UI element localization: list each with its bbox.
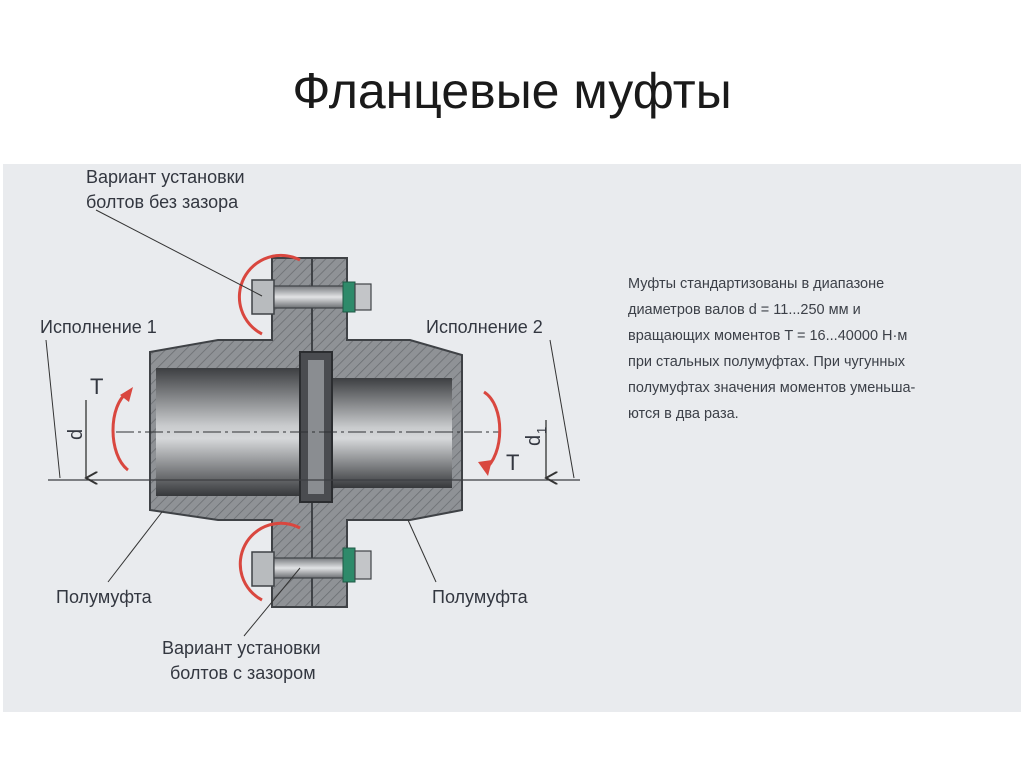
- label-torque-right: T: [506, 450, 519, 475]
- description-line-5: полумуфтах значения моментов уменьша-: [628, 380, 916, 396]
- label-torque-left: T: [90, 374, 103, 399]
- label-variant-no-gap-2: болтов без зазора: [86, 192, 239, 212]
- leader-variant-no-gap: [95, 209, 263, 297]
- bore-right: [330, 378, 452, 488]
- label-half-coupling-left: Полумуфта: [56, 587, 153, 607]
- description-line-1: Муфты стандартизованы в диапазоне: [628, 276, 885, 292]
- leader-execution1: [45, 339, 61, 479]
- leader-half-coupling-right: [407, 519, 437, 583]
- torque-arrow-left: [111, 390, 130, 472]
- label-half-coupling-right: Полумуфта: [432, 587, 529, 607]
- torque-arrow-right: [483, 390, 502, 472]
- leader-half-coupling-left: [107, 511, 163, 583]
- bottom-bolt: [251, 547, 372, 587]
- label-variant-gap-2: болтов с зазором: [170, 663, 316, 683]
- top-bolt-highlight: [237, 253, 301, 336]
- slide-title: Фланцевые муфты: [292, 63, 732, 119]
- bottom-bolt-highlight: [238, 521, 301, 602]
- label-execution1: Исполнение 1: [40, 317, 157, 337]
- description-line-3: вращающих моментов T = 16...40000 Н·м: [628, 328, 908, 344]
- description-text: Муфты стандартизованы в диапазоне диамет…: [628, 271, 1000, 427]
- description-line-2: диаметров валов d = 11...250 мм и: [628, 302, 861, 318]
- description-line-4: при стальных полумуфтах. При чугунных: [628, 354, 906, 370]
- label-variant-gap-1: Вариант установки: [162, 638, 321, 658]
- leader-variant-gap: [243, 567, 301, 637]
- label-diameter-right-sub: 1: [534, 427, 549, 434]
- leader-execution2: [549, 339, 575, 479]
- description-line-6: ются в два раза.: [628, 406, 739, 422]
- label-execution2: Исполнение 2: [426, 317, 543, 337]
- label-diameter-left: d: [65, 429, 87, 440]
- label-diameter-right: d: [523, 435, 545, 446]
- label-variant-no-gap-1: Вариант установки: [86, 167, 245, 187]
- top-bolt: [251, 279, 372, 315]
